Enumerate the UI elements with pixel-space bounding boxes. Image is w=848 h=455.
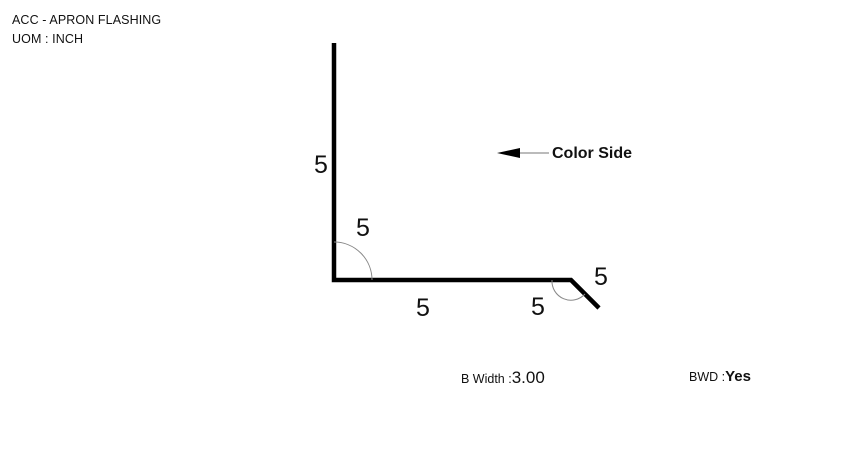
corner-angle-dimension: 5 xyxy=(356,214,370,242)
bwd-field: BWD :Yes xyxy=(689,368,751,385)
bwd-value: Yes xyxy=(725,368,751,385)
color-side-label: Color Side xyxy=(552,145,632,162)
bwd-label: BWD : xyxy=(689,370,726,384)
vertical-leg-dimension: 5 xyxy=(314,151,328,179)
hem-leg-dimension: 5 xyxy=(594,263,608,291)
hem-angle-arc xyxy=(551,279,586,301)
b-width-value: 3.00 xyxy=(511,368,545,387)
corner-angle-arc xyxy=(333,241,373,281)
bottom-leg-dimension: 5 xyxy=(416,294,430,322)
drawing-title: ACC - APRON FLASHING xyxy=(12,13,162,27)
hem-angle-dimension: 5 xyxy=(531,293,545,321)
unit-of-measure: UOM : INCH xyxy=(12,32,84,46)
b-width-field: B Width :3.00 xyxy=(461,368,545,388)
flashing-profile-line xyxy=(331,43,601,310)
b-width-label: B Width : xyxy=(461,372,512,386)
color-side-arrow-icon xyxy=(497,148,520,158)
